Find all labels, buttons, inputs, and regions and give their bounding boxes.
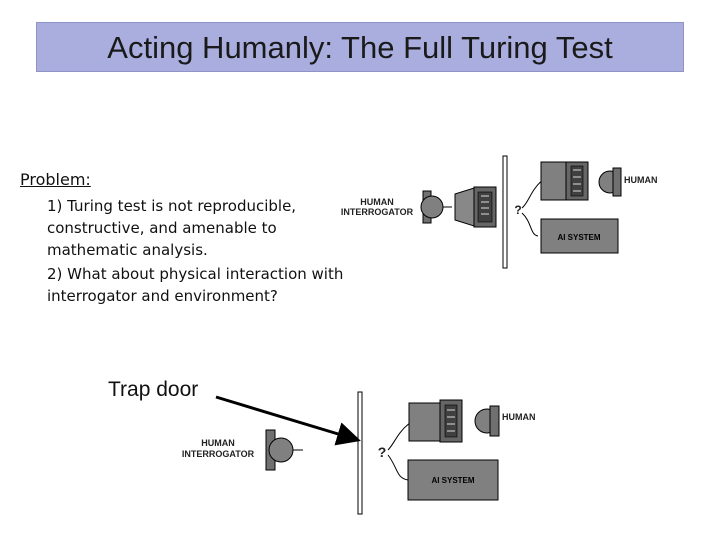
top-question-mark: ? xyxy=(514,203,521,217)
bottom-ai-system-label: AI SYSTEM xyxy=(431,476,474,485)
top-interrogator-label-2: INTERROGATOR xyxy=(341,207,414,217)
bottom-diagram: HUMAN INTERROGATOR ? HUMAN AI xyxy=(182,391,536,515)
bottom-interrogator-label-1: HUMAN xyxy=(201,438,235,448)
trap-door-arrow xyxy=(215,395,361,446)
top-wall xyxy=(502,155,508,269)
bottom-human-label: HUMAN xyxy=(502,412,536,422)
bottom-question-mark: ? xyxy=(378,444,387,460)
top-interrogator-figure xyxy=(420,186,497,228)
problem-point-1: 1) Turing test is not reproducible, cons… xyxy=(47,197,297,259)
bottom-ai-system-box xyxy=(407,459,499,501)
top-diagram: HUMAN INTERROGATOR ? xyxy=(341,155,658,269)
slide-title: Acting Humanly: The Full Turing Test xyxy=(107,30,613,65)
bottom-human-figure xyxy=(408,399,500,443)
top-interrogator-label-1: HUMAN xyxy=(360,197,394,207)
bottom-wall xyxy=(357,391,363,515)
top-ai-system-box xyxy=(540,218,619,254)
trap-door-label: Trap door xyxy=(108,378,199,401)
top-human-figure xyxy=(540,161,622,201)
top-ai-system-label: AI SYSTEM xyxy=(557,233,600,242)
top-human-label: HUMAN xyxy=(624,175,658,185)
bottom-interrogator-figure xyxy=(265,429,303,471)
title-bar: Acting Humanly: The Full Turing Test xyxy=(36,22,684,72)
problem-point-2: 2) What about physical interaction with … xyxy=(47,265,344,305)
problem-label: Problem: xyxy=(20,170,91,189)
bottom-interrogator-label-2: INTERROGATOR xyxy=(182,449,255,459)
